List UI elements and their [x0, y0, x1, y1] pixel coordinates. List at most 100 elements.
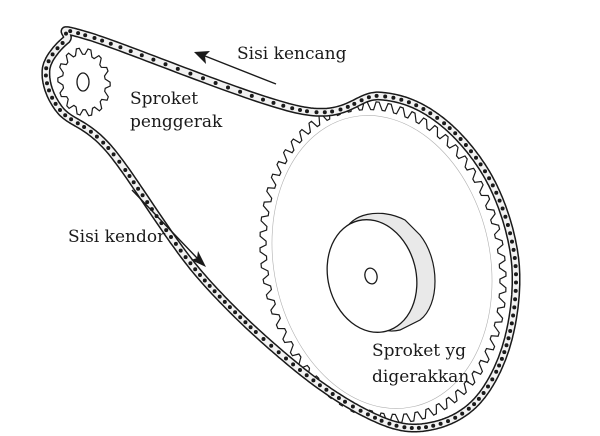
- chain-link: [198, 273, 202, 277]
- chain-link: [513, 288, 518, 293]
- chain-link: [164, 228, 169, 233]
- chain-link: [45, 81, 49, 86]
- chain-link: [338, 107, 343, 112]
- chain-link: [391, 95, 396, 100]
- chain-link: [366, 95, 371, 100]
- chain-link: [290, 106, 295, 111]
- roller-chain: [41, 26, 521, 433]
- chain-link: [43, 73, 48, 78]
- chain-link: [487, 176, 492, 181]
- chain-link: [387, 421, 392, 426]
- chain-link: [193, 267, 198, 272]
- driver-sprocket: [57, 47, 111, 117]
- chain-link: [330, 392, 335, 396]
- chain-link: [394, 423, 399, 428]
- chain-link: [281, 103, 286, 108]
- chain-link: [508, 329, 513, 333]
- chain-link: [463, 143, 468, 147]
- chain-link: [500, 206, 505, 211]
- chain-link: [238, 315, 243, 320]
- chain-link: [345, 104, 350, 109]
- chain-link: [188, 261, 193, 266]
- driven-sprocket-bore: [364, 267, 378, 285]
- chain-link: [510, 239, 514, 244]
- chain-link: [212, 289, 217, 294]
- chain-link: [374, 93, 379, 98]
- chain-link: [249, 93, 254, 98]
- driven-sprocket-label-line2: digerakkan: [372, 367, 469, 387]
- chain-link: [466, 406, 471, 411]
- chain-link: [453, 131, 458, 136]
- chain-link: [269, 343, 274, 348]
- chain-link: [123, 168, 128, 172]
- chain-link: [75, 121, 80, 126]
- chain-link: [514, 272, 518, 277]
- chain-link: [414, 103, 419, 108]
- chain-link: [502, 350, 507, 355]
- chain-link: [243, 320, 248, 325]
- driver-sprocket-bore: [76, 72, 90, 92]
- chain-link: [421, 107, 426, 111]
- chain-link: [324, 387, 329, 392]
- tight-side-label: Sisi kencang: [237, 44, 347, 64]
- chain-link: [503, 214, 508, 219]
- chain-link: [207, 283, 212, 288]
- chain-link: [512, 305, 517, 310]
- chain-link: [453, 415, 458, 420]
- chain-link: [92, 36, 97, 40]
- chain-link: [513, 264, 518, 269]
- chain-link: [472, 402, 477, 407]
- chain-link: [490, 183, 495, 188]
- chain-link: [226, 85, 230, 90]
- chain-link: [416, 425, 421, 430]
- chain-link: [513, 297, 518, 302]
- chain-link: [63, 113, 68, 118]
- chain-link: [504, 343, 509, 348]
- chain-link: [222, 299, 227, 304]
- slack-side-arrow: [131, 189, 206, 267]
- chain-link: [50, 52, 55, 57]
- chain-link: [458, 137, 463, 141]
- chain-link: [406, 100, 411, 105]
- chain-link: [365, 412, 370, 417]
- chain-link: [60, 41, 65, 45]
- driven-sprocket-inner-rim: [271, 115, 493, 409]
- chain-link: [314, 110, 319, 115]
- chain-link: [322, 110, 327, 115]
- chain-link: [201, 76, 205, 81]
- chain-link: [330, 109, 335, 114]
- chain-link: [350, 404, 355, 409]
- chain-link: [261, 97, 265, 102]
- chain-link: [476, 396, 481, 401]
- chain-link: [69, 117, 74, 122]
- chain-link: [50, 95, 55, 100]
- chain-link: [68, 29, 73, 34]
- chain-link: [336, 396, 341, 400]
- chain-link: [131, 180, 136, 185]
- chain-link: [497, 363, 502, 368]
- chain-link: [499, 356, 504, 361]
- chain-link: [291, 362, 296, 367]
- chain-link: [383, 94, 388, 99]
- chain-link: [151, 57, 156, 62]
- driver-sprocket-label-line1: Sproket: [130, 89, 198, 109]
- chain-link: [317, 383, 322, 388]
- chain-link: [399, 97, 404, 102]
- chain-link: [424, 425, 428, 430]
- chain-link: [311, 378, 316, 383]
- chain-link: [128, 49, 133, 54]
- chain-link: [304, 373, 309, 378]
- chain-link: [512, 256, 517, 260]
- chain-link: [202, 278, 207, 283]
- chain-link: [213, 81, 218, 85]
- tight-side-arrow: [194, 51, 277, 85]
- chain-link: [497, 198, 502, 203]
- driven-sprocket-label-line1: Sproket yg: [372, 341, 466, 361]
- chain-link: [183, 255, 188, 260]
- chain-link: [217, 294, 222, 299]
- chain-link: [352, 101, 357, 106]
- chain-link: [238, 89, 243, 94]
- chain-link: [447, 126, 452, 131]
